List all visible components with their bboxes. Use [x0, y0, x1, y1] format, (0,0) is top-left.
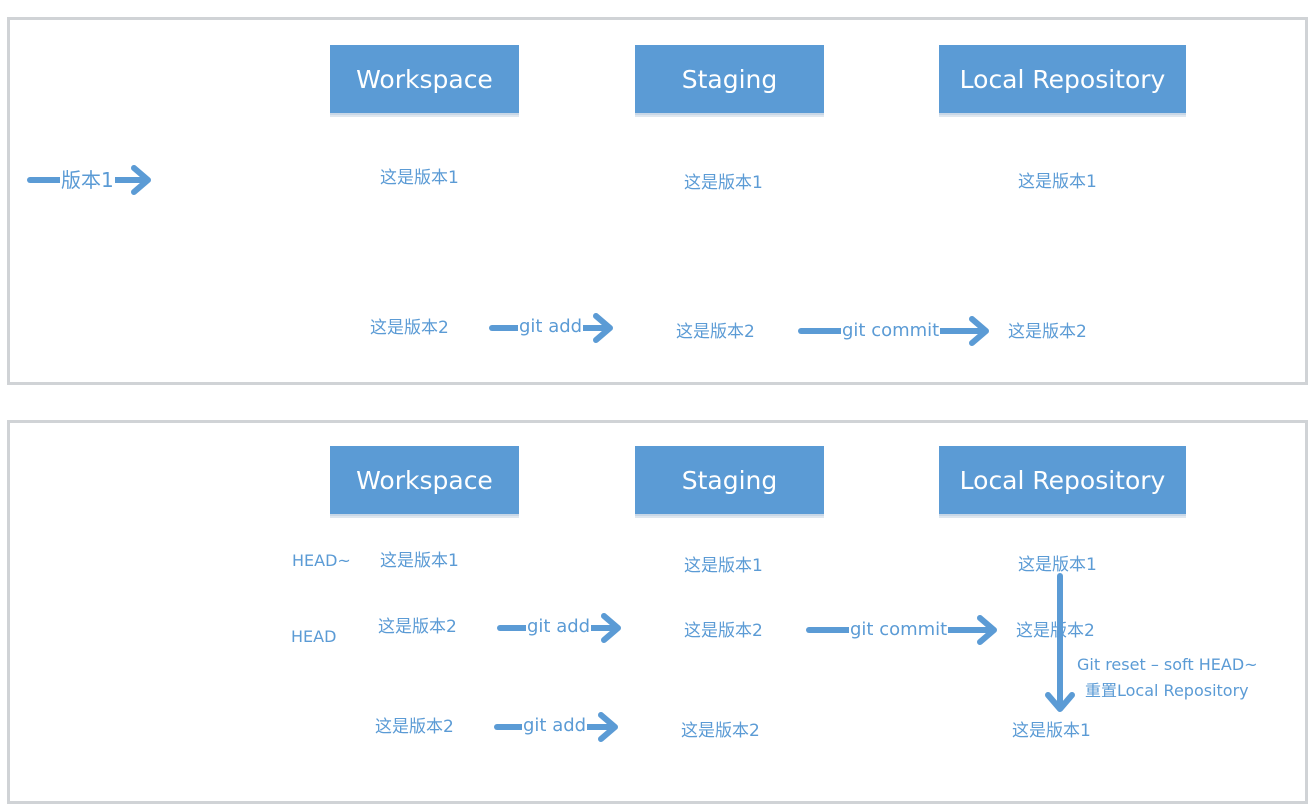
bottom-header-local-repository: Local Repository: [939, 446, 1186, 516]
bottom-row2-workspace: 这是版本2: [378, 617, 457, 637]
top-row1-workspace: 这是版本1: [380, 168, 459, 188]
bottom-git-commit-label: git commit: [849, 619, 949, 641]
top-header-local-repository: Local Repository: [939, 45, 1186, 115]
top-row2-staging: 这是版本2: [676, 322, 755, 342]
bottom-git-add-label-1: git add: [526, 616, 592, 638]
head-label: HEAD: [291, 627, 337, 646]
bottom-row2-staging: 这是版本2: [684, 621, 763, 641]
bottom-git-add-label-2: git add: [522, 715, 588, 737]
top-row1-repository: 这是版本1: [1018, 172, 1097, 192]
bottom-row3-staging: 这是版本2: [681, 721, 760, 741]
bottom-row1-staging: 这是版本1: [684, 556, 763, 576]
version1-label: 版本1: [60, 168, 115, 192]
top-row2-repository: 这是版本2: [1008, 322, 1087, 342]
bottom-row1-repository: 这是版本1: [1018, 555, 1097, 575]
bottom-header-workspace: Workspace: [330, 446, 519, 516]
top-header-workspace: Workspace: [330, 45, 519, 115]
bottom-row1-workspace: 这是版本1: [380, 551, 459, 571]
head-prev-label: HEAD~: [292, 551, 351, 570]
top-row2-workspace: 这是版本2: [370, 318, 449, 338]
top-git-add-label: git add: [518, 316, 584, 338]
top-row1-staging: 这是版本1: [684, 173, 763, 193]
top-git-commit-label: git commit: [841, 320, 941, 342]
git-reset-note-line2: 重置Local Repository: [1085, 681, 1249, 700]
git-reset-arrow-down-icon: [1045, 573, 1075, 712]
bottom-row2-repository: 这是版本2: [1016, 621, 1095, 641]
git-reset-note-line1: Git reset – soft HEAD~: [1077, 655, 1258, 674]
top-header-staging: Staging: [635, 45, 824, 115]
bottom-header-staging: Staging: [635, 446, 824, 516]
bottom-row3-workspace: 这是版本2: [375, 717, 454, 737]
bottom-row3-repository: 这是版本1: [1012, 721, 1091, 741]
